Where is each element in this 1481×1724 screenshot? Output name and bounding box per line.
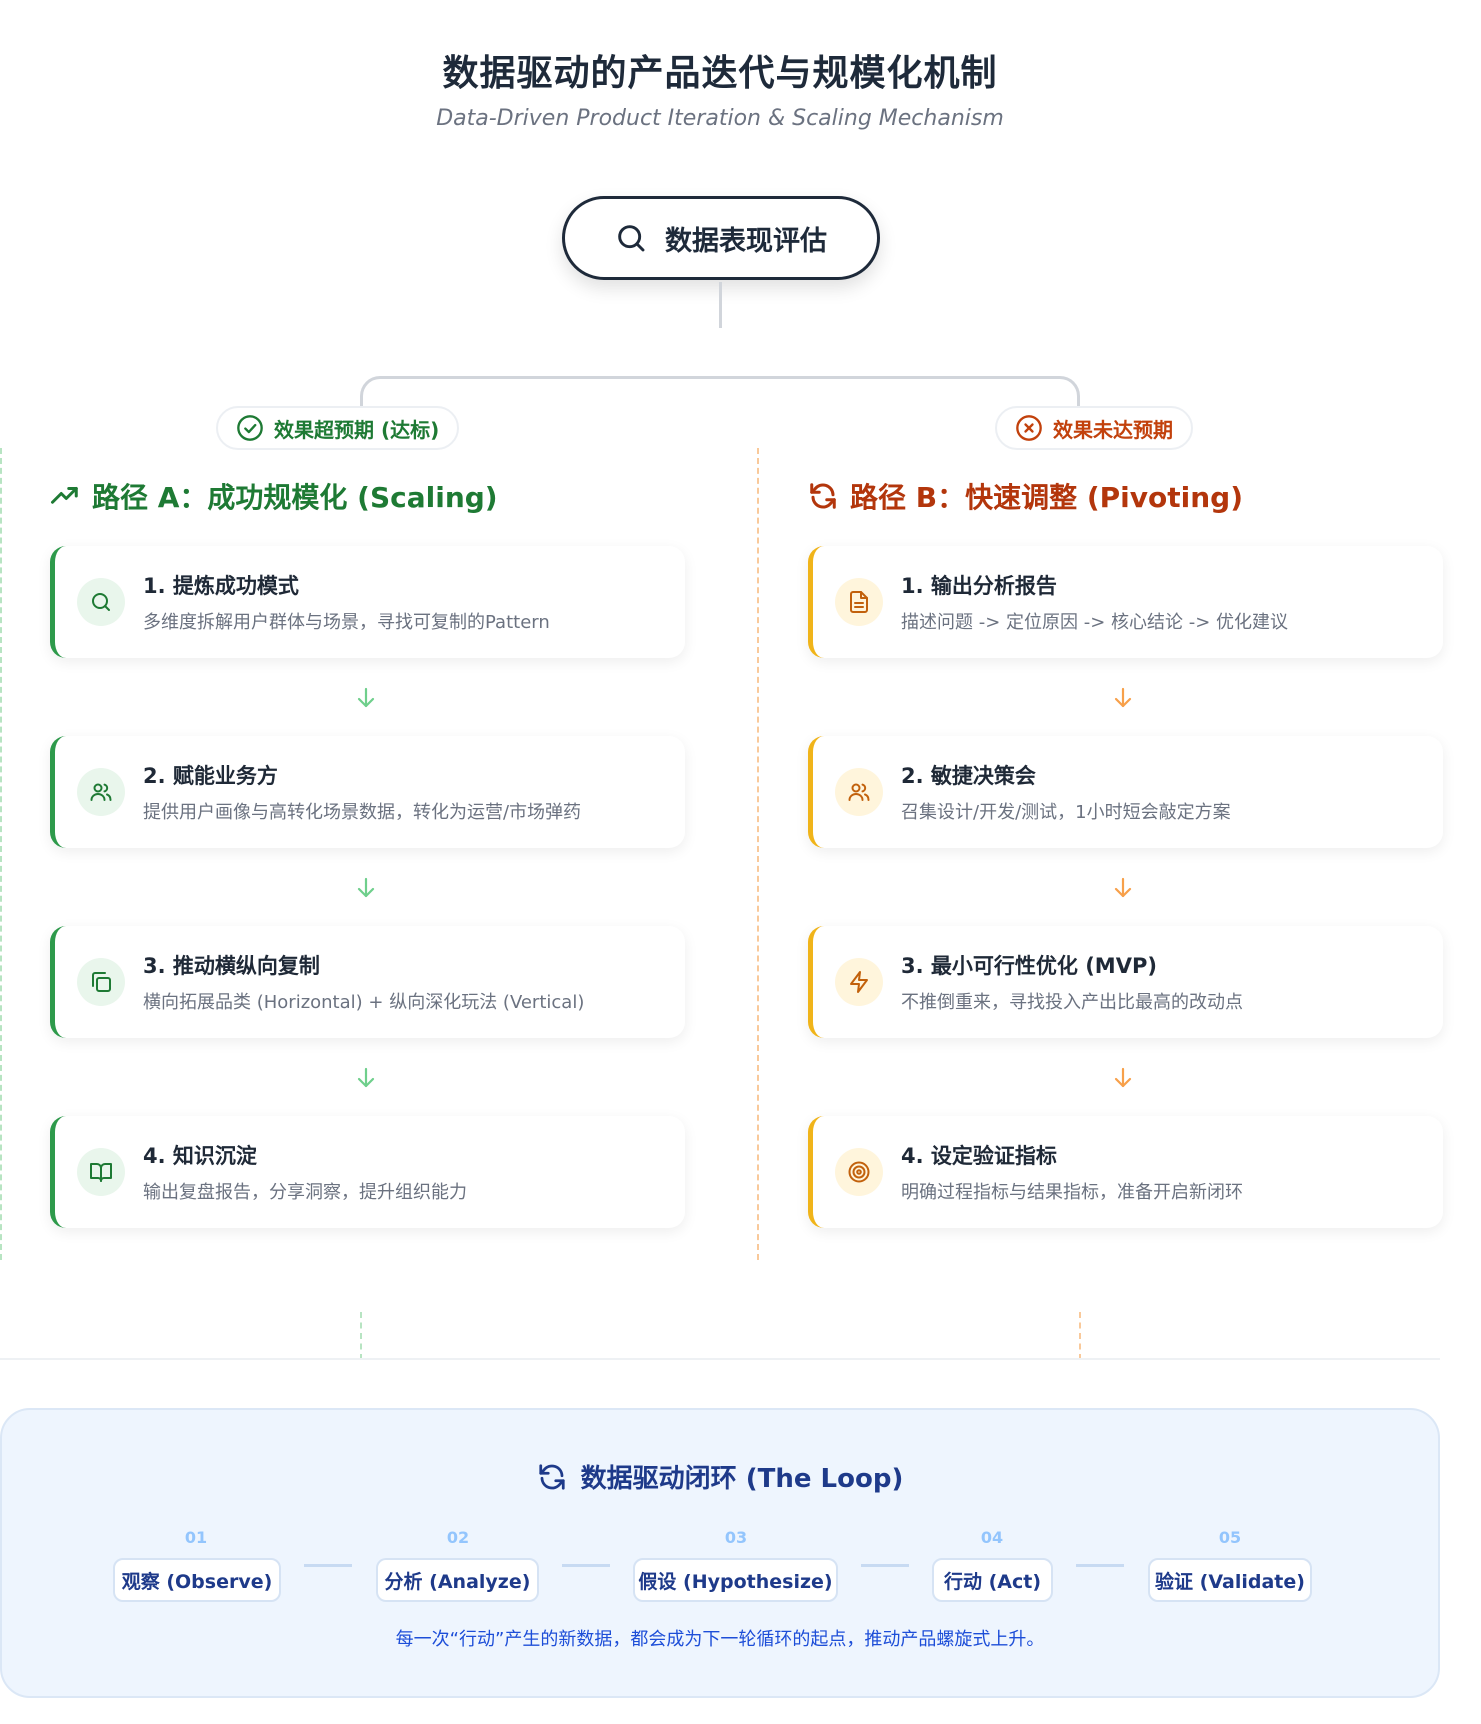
- arrow-down-icon: [357, 877, 375, 898]
- step-description: 输出复盘报告，分享洞察，提升组织能力: [143, 1182, 467, 1203]
- root-node-evaluation[interactable]: 数据表现评估: [562, 196, 880, 280]
- step-title: 3. 推动横纵向复制: [143, 954, 320, 978]
- x-circle-icon: [1016, 415, 1042, 441]
- section-divider: [0, 1358, 1440, 1360]
- loop-panel: [0, 1408, 1440, 1698]
- loop-title-text: 数据驱动闭环 (The Loop): [580, 1464, 904, 1494]
- page-title: 数据驱动的产品迭代与规模化机制: [442, 53, 998, 94]
- step-title: 4. 知识沉淀: [143, 1144, 257, 1168]
- loop-step-number: 03: [724, 1528, 748, 1547]
- step-icon-wrap: [77, 768, 125, 816]
- step-description: 召集设计/开发/测试，1小时短会敲定方案: [901, 802, 1231, 823]
- step-icon-wrap: [835, 578, 883, 626]
- step-icon-wrap: [77, 958, 125, 1006]
- path-b-step-1[interactable]: 1. 输出分析报告 描述问题 -> 定位原因 -> 核心结论 -> 优化建议: [808, 546, 1443, 658]
- step-title: 3. 最小可行性优化 (MVP): [901, 954, 1157, 978]
- path-a-step-2[interactable]: 2. 赋能业务方 提供用户画像与高转化场景数据，转化为运营/市场弹药: [50, 736, 685, 848]
- loop-step-observe[interactable]: 观察 (Observe): [113, 1558, 281, 1602]
- arrow-down-icon: [357, 1067, 375, 1088]
- step-title: 2. 敏捷决策会: [901, 764, 1036, 788]
- file-text-icon: [850, 591, 868, 613]
- path-a-title-text: 路径 A：成功规模化 (Scaling): [92, 481, 498, 514]
- loop-step-act[interactable]: 行动 (Act): [932, 1558, 1053, 1602]
- zap-icon: [850, 971, 868, 993]
- loop-step-number: 04: [980, 1528, 1004, 1547]
- path-b-step-2[interactable]: 2. 敏捷决策会 召集设计/开发/测试，1小时短会敲定方案: [808, 736, 1443, 848]
- step-icon-wrap: [77, 1148, 125, 1196]
- step-icon-wrap: [835, 1148, 883, 1196]
- arrow-down-icon: [357, 687, 375, 708]
- path-a-title: 路径 A：成功规模化 (Scaling): [50, 476, 498, 516]
- step-title: 4. 设定验证指标: [901, 1144, 1057, 1168]
- step-title: 2. 赋能业务方: [143, 764, 278, 788]
- path-a-step-4[interactable]: 4. 知识沉淀 输出复盘报告，分享洞察，提升组织能力: [50, 1116, 685, 1228]
- step-description: 多维度拆解用户群体与场景，寻找可复制的Pattern: [143, 612, 550, 633]
- root-node-label: 数据表现评估: [665, 225, 827, 257]
- step-icon-wrap: [77, 578, 125, 626]
- loop-connector: [1076, 1564, 1124, 1567]
- loop-step-validate[interactable]: 验证 (Validate): [1148, 1558, 1312, 1602]
- path-a-step-3[interactable]: 3. 推动横纵向复制 横向拓展品类 (Horizontal) + 纵向深化玩法 …: [50, 926, 685, 1038]
- trending-up-icon: [51, 487, 78, 504]
- badge-path-b: 效果未达预期: [995, 406, 1193, 450]
- path-b-guide-line: [757, 448, 759, 1260]
- search-icon: [618, 225, 645, 252]
- loop-connector: [861, 1564, 909, 1567]
- step-description: 明确过程指标与结果指标，准备开启新闭环: [901, 1182, 1243, 1203]
- root-connector: [719, 282, 722, 328]
- path-b-connector-stub: [1079, 1312, 1081, 1360]
- step-icon-wrap: [835, 768, 883, 816]
- path-b-step-4[interactable]: 4. 设定验证指标 明确过程指标与结果指标，准备开启新闭环: [808, 1116, 1443, 1228]
- loop-step-number: 01: [184, 1528, 208, 1547]
- path-a-connector-stub: [360, 1312, 362, 1360]
- path-b-title: 路径 B：快速调整 (Pivoting): [808, 476, 1243, 516]
- book-open-icon: [90, 1163, 112, 1182]
- step-description: 不推倒重来，寻找投入产出比最高的改动点: [901, 992, 1243, 1013]
- loop-title: 数据驱动闭环 (The Loop): [0, 1458, 1440, 1495]
- arrow-down-icon: [1114, 877, 1132, 898]
- copy-icon: [92, 972, 111, 992]
- check-circle-icon: [237, 415, 263, 441]
- loop-step-number: 02: [446, 1528, 470, 1547]
- arrow-down-icon: [1114, 687, 1132, 708]
- step-description: 横向拓展品类 (Horizontal) + 纵向深化玩法 (Vertical): [143, 992, 585, 1013]
- loop-step-analyze[interactable]: 分析 (Analyze): [376, 1558, 539, 1602]
- path-b-step-3[interactable]: 3. 最小可行性优化 (MVP) 不推倒重来，寻找投入产出比最高的改动点: [808, 926, 1443, 1038]
- path-a-step-1[interactable]: 1. 提炼成功模式 多维度拆解用户群体与场景，寻找可复制的Pattern: [50, 546, 685, 658]
- path-b-title-text: 路径 B：快速调整 (Pivoting): [850, 481, 1243, 514]
- step-description: 提供用户画像与高转化场景数据，转化为运营/市场弹药: [143, 802, 582, 823]
- users-icon: [848, 783, 870, 801]
- refresh-icon: [810, 483, 836, 509]
- loop-note: 每一次“行动”产生的新数据，都会成为下一轮循环的起点，推动产品螺旋式上升。: [395, 1629, 1045, 1650]
- step-icon-wrap: [835, 958, 883, 1006]
- search-icon: [92, 593, 110, 611]
- badge-path-a: 效果超预期 (达标): [216, 406, 460, 450]
- branch-connector: [360, 376, 1080, 416]
- users-icon: [90, 783, 112, 801]
- page-subtitle: Data-Driven Product Iteration & Scaling …: [436, 106, 1004, 131]
- badge-path-a-label: 效果超预期 (达标): [274, 417, 440, 442]
- target-icon: [848, 1161, 870, 1183]
- loop-step-number: 05: [1218, 1528, 1242, 1547]
- step-description: 描述问题 -> 定位原因 -> 核心结论 -> 优化建议: [901, 612, 1289, 633]
- step-title: 1. 提炼成功模式: [143, 574, 299, 598]
- arrow-down-icon: [1114, 1067, 1132, 1088]
- loop-step-hypothesize[interactable]: 假设 (Hypothesize): [633, 1558, 838, 1602]
- step-title: 1. 输出分析报告: [901, 574, 1057, 598]
- loop-connector: [562, 1564, 610, 1567]
- path-a-guide-line: [0, 448, 2, 1260]
- badge-path-b-label: 效果未达预期: [1053, 417, 1173, 442]
- loop-connector: [304, 1564, 352, 1567]
- refresh-icon: [539, 1463, 565, 1490]
